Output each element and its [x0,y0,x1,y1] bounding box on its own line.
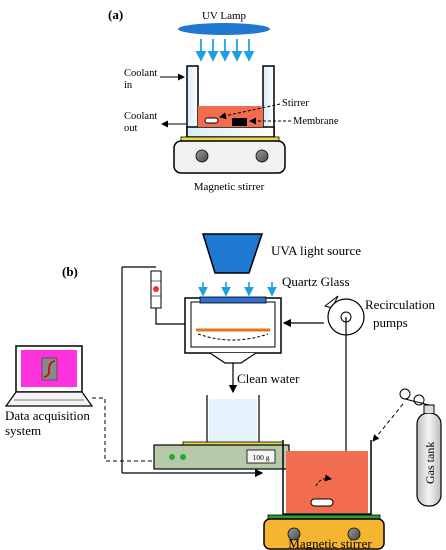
laptop [4,345,94,407]
uva-rays [198,282,277,297]
balance-led-1 [169,454,175,460]
laptop-keyboard [4,391,94,407]
magnetic-stirrer-b [263,514,385,550]
stirrer-label: Stirrer [282,98,309,109]
balance-reading: 100 g [253,453,270,462]
balance-display [246,449,276,464]
data-acquisition-label-1: Data acquisition [5,408,90,423]
retentate-loop [121,266,264,478]
clean-water-label: Clean water [237,371,300,386]
stirrer-b-knob-1 [287,527,301,541]
coolant-in-label-1: Coolant [124,68,157,79]
permeate-outlet [209,352,257,364]
panel-b-label: (b) [62,264,78,279]
speed-knob [195,149,209,163]
coolant-out-label-1: Coolant [124,111,157,122]
recirculation-pump [323,295,365,336]
permeate-beaker [206,395,260,445]
gas-feed-line [372,403,404,442]
gas-tank-label: Gas tank [423,442,437,484]
feed-stir-bar [310,498,334,507]
feed-tank [282,440,372,515]
membrane-label: Membrane [293,116,339,127]
magnetic-stirrer-a-label: Magnetic stirrer [194,181,265,193]
stirring-motion [315,474,332,487]
panel-b: (b) UVA light source Quartz Glass Clean … [4,233,442,550]
uv-lamp-bar [178,23,270,35]
uva-light-source [201,233,264,274]
stirrer-b-knob-2 [347,527,361,541]
recirculation-pumps-label-2: pumps [373,315,408,330]
gas-tank [399,388,442,507]
uv-lamp-label: UV Lamp [202,10,247,22]
quartz-glass [199,296,267,304]
digital-balance: 100 g [153,441,290,470]
balance-led-2 [180,454,186,460]
stir-bar [204,117,219,124]
uv-rays [195,39,255,62]
quartz-glass-label: Quartz Glass [282,274,350,289]
panel-a-label: (a) [108,7,123,22]
stirrer-callout [219,103,281,120]
membrane-cell [184,296,282,364]
data-acquisition-label-2: system [5,423,41,438]
uv-lamp: UV Lamp [178,10,270,62]
recirculation-pumps-label-1: Recirculation [365,297,436,312]
reaction-liquid [198,106,263,127]
magnetic-stirrer-a [173,140,286,174]
heat-knob [255,149,269,163]
flowmeter-float [153,286,159,292]
membrane-sample [232,118,247,126]
magnetic-stirrer-b-label: Magnetic stirrer [288,536,372,550]
regulator-gauge-1 [399,388,411,400]
coolant-in-label-2: in [124,80,133,91]
balance-signal-line [92,397,154,462]
panel-a: (a) UV Lamp Coolant in C [108,7,339,193]
coolant-out-label-2: out [124,123,138,134]
regulator-gauge-2 [413,394,425,406]
permeate-flow [197,333,269,341]
jacketed-reactor [180,65,280,142]
flowmeter [150,270,162,309]
uva-light-source-label: UVA light source [271,243,361,258]
